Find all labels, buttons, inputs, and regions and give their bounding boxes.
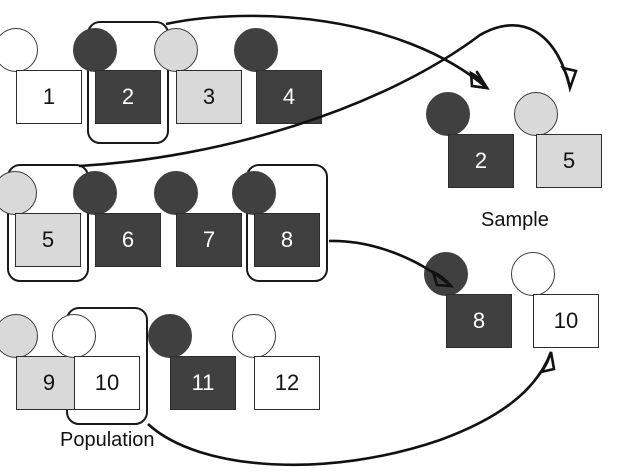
population-label: Population (60, 429, 155, 451)
unit-dot-3 (154, 28, 198, 72)
unit-box-2: 2 (95, 70, 161, 124)
sample-dot-10 (511, 252, 555, 296)
unit-dot-5 (0, 171, 37, 215)
unit-box-9: 9 (16, 356, 82, 410)
unit-box-1: 1 (16, 70, 82, 124)
unit-box-7: 7 (176, 213, 242, 267)
unit-dot-12 (232, 314, 276, 358)
selection-outline-5 (7, 164, 89, 282)
sample-dot-8 (424, 252, 468, 296)
unit-box-3: 3 (176, 70, 242, 124)
unit-box-5: 5 (15, 213, 81, 267)
unit-dot-2 (73, 28, 117, 72)
sample-box-10: 10 (533, 294, 599, 348)
unit-box-8: 8 (254, 213, 320, 267)
unit-box-11: 11 (170, 356, 236, 410)
unit-dot-1 (0, 28, 38, 72)
unit-box-4: 4 (256, 70, 322, 124)
unit-dot-10 (52, 314, 96, 358)
unit-box-10: 10 (74, 356, 140, 410)
sample-box-5: 5 (536, 134, 602, 188)
unit-dot-9 (0, 314, 38, 358)
sample-label: Sample (481, 209, 549, 231)
unit-box-12: 12 (254, 356, 320, 410)
sample-box-2: 2 (448, 134, 514, 188)
unit-dot-6 (73, 171, 117, 215)
unit-dot-7 (154, 171, 198, 215)
sample-box-8: 8 (446, 294, 512, 348)
unit-box-6: 6 (95, 213, 161, 267)
unit-dot-8 (232, 171, 276, 215)
unit-dot-4 (234, 28, 278, 72)
unit-dot-11 (148, 314, 192, 358)
sample-dot-2 (426, 92, 470, 136)
sample-dot-5 (514, 92, 558, 136)
